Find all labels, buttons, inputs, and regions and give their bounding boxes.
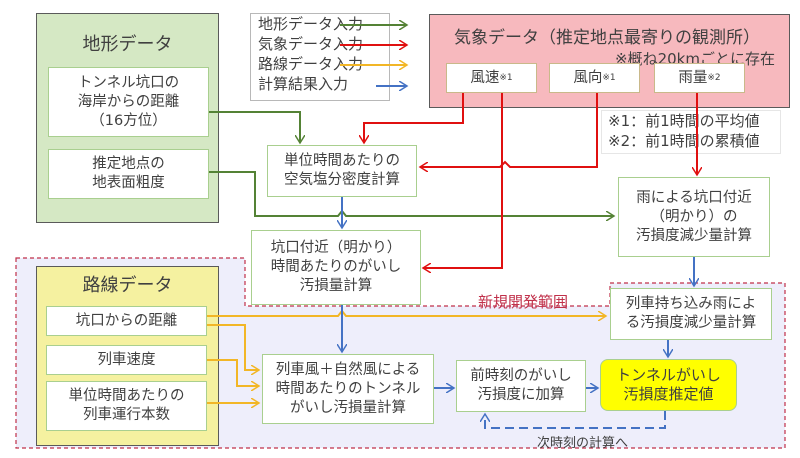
weather-item-note: ※2	[707, 72, 721, 83]
weather-item-label: 風速	[470, 69, 500, 86]
weather-item-note: ※1	[499, 72, 513, 83]
process-train-rain-reduction: 列車持ち込み雨によ る汚損度減少量計算	[610, 288, 772, 340]
process-rain-reduction: 雨による坑口付近 （明かり）の 汚損度減少量計算	[618, 177, 770, 257]
terrain-item-roughness: 推定地点の 地表面粗度	[48, 149, 209, 199]
weather-item-label: 雨量	[678, 69, 708, 86]
process-add-previous: 前時刻のがいし 汚損度に加算	[456, 360, 586, 412]
process-portal-pollution: 坑口付近（明かり） 時間あたりのがいし 汚損量計算	[251, 230, 421, 305]
weather-item-label: 風向	[573, 69, 603, 86]
process-result: トンネルがいし 汚損度推定値	[600, 359, 737, 411]
process-salt-density: 単位時間あたりの 空気塩分密度計算	[267, 145, 417, 197]
footnote-1: ※1：前1時間の平均値	[608, 112, 760, 130]
weather-item-wind-direction: 風向※1	[549, 63, 640, 93]
legend-item-route: 路線データ入力	[258, 55, 364, 73]
weather-item-rainfall: 雨量※2	[654, 63, 745, 93]
weather-item-wind-speed: 風速※1	[446, 63, 537, 93]
terrain-data-title: 地形データ	[82, 34, 173, 55]
weather-data-title: 気象データ（推定地点最寄りの観測所）	[454, 28, 760, 48]
weather-data-group: 気象データ（推定地点最寄りの観測所） ※概ね20kmごとに存在	[429, 14, 790, 108]
legend-item-calc: 計算結果入力	[258, 75, 349, 93]
legend-item-terrain: 地形データ入力	[258, 15, 364, 33]
route-item-train-speed: 列車速度	[46, 345, 207, 375]
new-dev-label: 新規開発範囲	[478, 293, 569, 311]
route-item-train-frequency: 単位時間あたりの 列車運行本数	[46, 381, 207, 431]
route-item-portal-distance: 坑口からの距離	[46, 306, 207, 336]
next-step-label: 次時刻の計算へ	[537, 436, 629, 451]
legend	[250, 13, 390, 101]
terrain-item-coast-distance: トンネル坑口の 海岸からの距離 （16方位）	[48, 67, 209, 137]
legend-item-weather: 気象データ入力	[258, 35, 364, 53]
route-data-title: 路線データ	[82, 275, 173, 296]
weather-footnotes: ※1：前1時間の平均値 ※2：前1時間の累積値	[601, 110, 781, 154]
weather-item-note: ※1	[602, 72, 616, 83]
process-train-wind: 列車風＋自然風による 時間あたりのトンネル がいし汚損量計算	[262, 354, 434, 424]
footnote-2: ※2：前1時間の累積値	[608, 132, 760, 150]
